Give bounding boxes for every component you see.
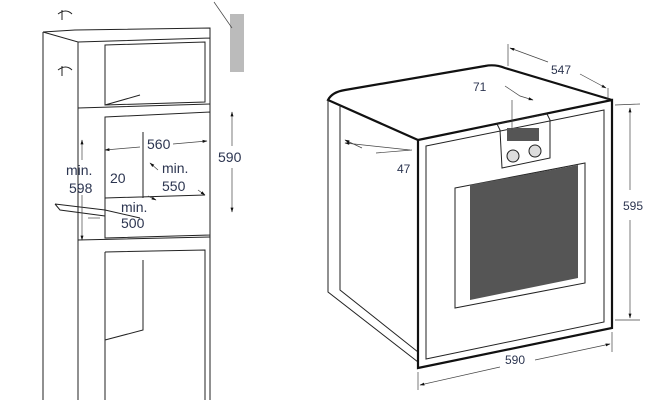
dim-niche-width: 560: [147, 136, 171, 152]
leveling-icon-top: [57, 10, 73, 20]
oven-window: [470, 165, 578, 300]
oven-door: [416, 98, 614, 370]
dim-min-vent: 500: [121, 215, 145, 231]
tall-cabinet: [42, 1, 244, 400]
min-label-depth: min.: [162, 160, 188, 176]
dim-min-height: 598: [69, 180, 93, 196]
dim-offset: 20: [110, 170, 126, 186]
dim-niche-height: 590: [218, 149, 242, 165]
leveling-icon-mid: [57, 66, 73, 76]
knob-right-icon: [528, 144, 542, 158]
dim-front-offset: 47: [397, 162, 411, 176]
dim-min-depth: 550: [162, 178, 186, 194]
dim-oven-height: 595: [623, 199, 643, 213]
display-icon: [507, 128, 539, 141]
dim-panel-width: 71: [473, 80, 487, 94]
control-panel: [496, 113, 551, 169]
min-label-height: min.: [66, 162, 92, 178]
dim-oven-width: 590: [505, 353, 525, 367]
knob-left-icon: [506, 149, 520, 163]
min-label-vent: min.: [121, 199, 147, 215]
dim-oven-depth: 547: [551, 63, 571, 77]
oven: [326, 44, 641, 390]
wall-hatch: [213, 1, 244, 72]
